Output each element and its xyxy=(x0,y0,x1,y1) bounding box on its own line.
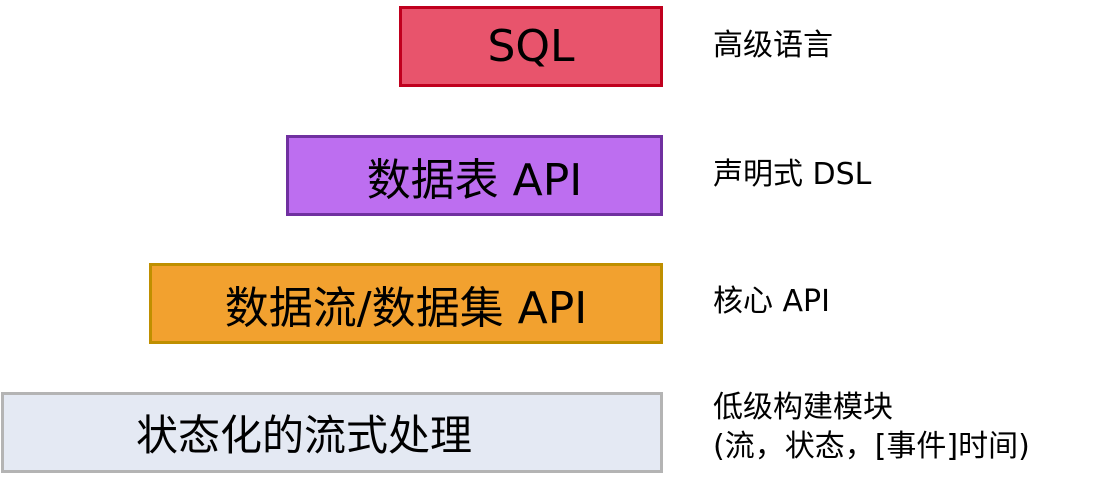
stateful-processing-layer-box: 状态化的流式处理 xyxy=(1,392,663,473)
stateful-description-line-1: 低级构建模块 xyxy=(713,390,893,425)
datastream-api-layer-box: 数据流/数据集 API xyxy=(149,263,663,344)
datastream-api-layer-description: 核心 API xyxy=(713,284,830,319)
stateful-description-line-2: (流，状态，[事件]时间) xyxy=(713,429,1030,464)
stateful-processing-layer-description: 低级构建模块 (流，状态，[事件]时间) xyxy=(713,388,1030,466)
table-api-layer-label: 数据表 API xyxy=(366,154,583,206)
table-api-layer-box: 数据表 API xyxy=(286,135,663,216)
datastream-api-layer-label: 数据流/数据集 API xyxy=(224,282,588,334)
sql-layer-description: 高级语言 xyxy=(713,28,833,63)
table-api-layer-description: 声明式 DSL xyxy=(713,157,872,192)
stateful-processing-layer-label: 状态化的流式处理 xyxy=(136,411,473,460)
sql-layer-box: SQL xyxy=(399,6,663,87)
sql-layer-label: SQL xyxy=(487,21,575,72)
